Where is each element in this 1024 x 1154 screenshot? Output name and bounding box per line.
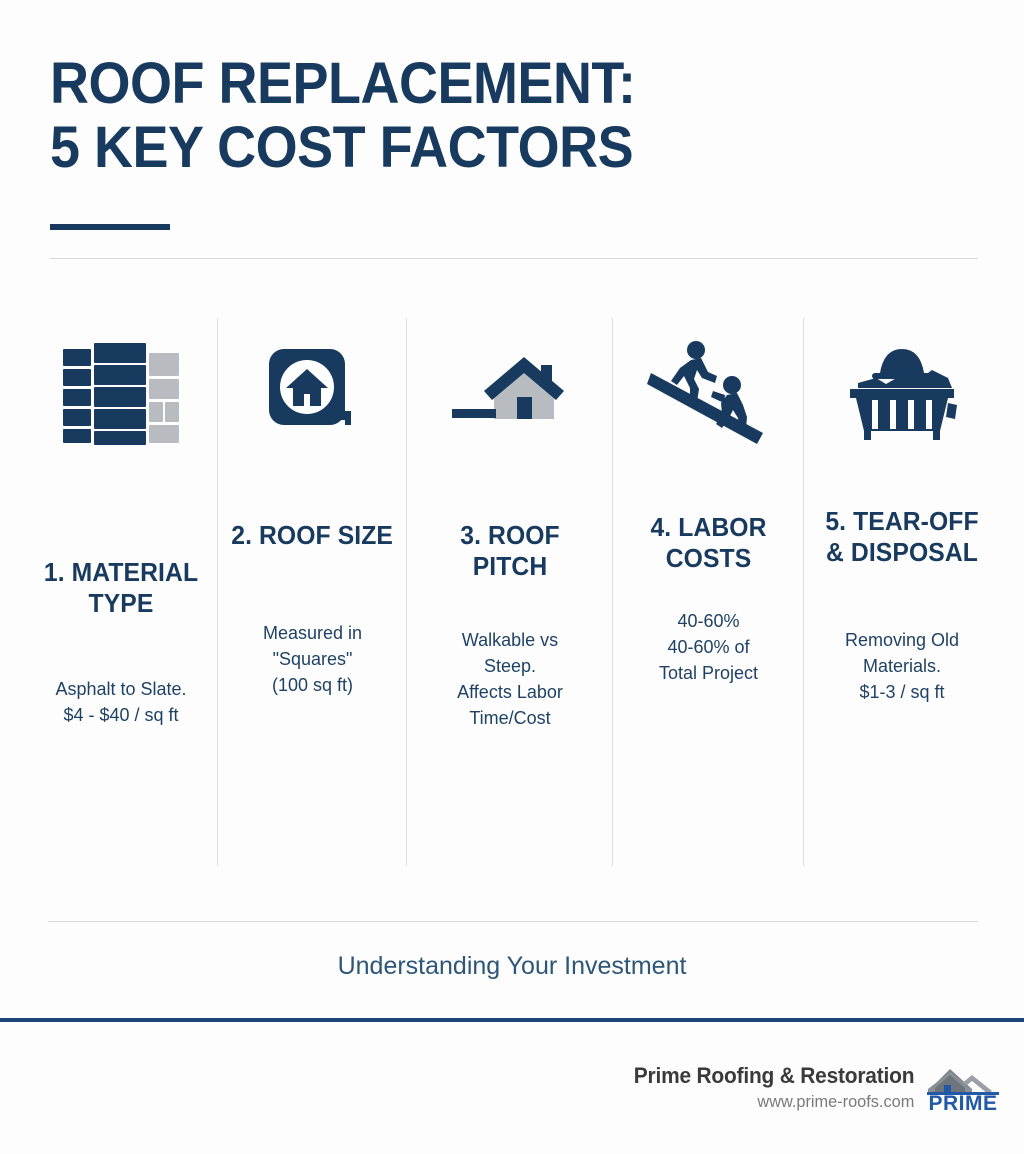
- footer-band: [0, 1018, 1024, 1022]
- header: ROOF REPLACEMENT: 5 KEY COST FACTORS: [50, 52, 980, 180]
- logo-wordmark: PRIME: [928, 1092, 997, 1113]
- cost-factor-body-2: Measured in "Squares" (100 sq ft): [262, 623, 363, 695]
- cost-factor-heading-1: 1. MATERIAL TYPE: [43, 557, 199, 618]
- workers-on-slope-icon: [621, 318, 796, 468]
- cost-factor-heading-5: 5. TEAR-OFF & DISPOSAL: [825, 506, 979, 567]
- brand-url: www.prime-roofs.com: [757, 1092, 914, 1111]
- column-divider-3: [612, 318, 613, 866]
- footer-divider: [48, 921, 978, 922]
- prime-logo: PRIME: [920, 1063, 1006, 1115]
- cost-factor-card-1: 1. MATERIAL TYPE Asphalt to Slate. $4 - …: [24, 318, 218, 866]
- cost-factor-card-3: 3. ROOF PITCH Walkable vs Steep. Affects…: [407, 318, 613, 866]
- dumpster-icon: [812, 318, 992, 468]
- cost-factor-card-5: 5. TEAR-OFF & DISPOSAL Removing Old Mate…: [804, 318, 1000, 866]
- footer-tagline: Understanding Your Investment: [337, 952, 687, 980]
- cost-factor-heading-2: 2. ROOF SIZE: [231, 520, 394, 550]
- title-accent-bar: [50, 224, 170, 230]
- page-title: ROOF REPLACEMENT: 5 KEY COST FACTORS: [50, 51, 636, 180]
- cost-factor-body-1: Asphalt to Slate. $4 - $40 / sq ft: [55, 679, 187, 725]
- cost-factor-heading-4: 4. LABOR COSTS: [650, 512, 767, 573]
- tape-measure-house-icon: [226, 318, 399, 468]
- column-divider-4: [803, 318, 804, 866]
- pitched-house-icon: [415, 318, 605, 468]
- cost-factor-card-4: 4. LABOR COSTS 40-60% 40-60% of Total Pr…: [613, 318, 804, 866]
- cost-factor-card-2: 2. ROOF SIZE Measured in "Squares" (100 …: [218, 318, 407, 866]
- column-divider-2: [406, 318, 407, 866]
- cost-factor-body-4: 40-60% 40-60% of Total Project: [658, 611, 759, 683]
- cost-factor-heading-3: 3. ROOF PITCH: [460, 520, 560, 581]
- shingle-stack-icon: [32, 318, 210, 468]
- brand-name: Prime Roofing & Restoration: [633, 1063, 914, 1088]
- cost-factor-body-3: Walkable vs Steep. Affects Labor Time/Co…: [457, 630, 563, 728]
- cost-factor-body-5: Removing Old Materials. $1-3 / sq ft: [844, 630, 960, 702]
- column-divider-1: [217, 318, 218, 866]
- brand-block: Prime Roofing & Restoration www.prime-ro…: [619, 1063, 914, 1112]
- cost-factor-columns: 1. MATERIAL TYPE Asphalt to Slate. $4 - …: [24, 318, 1000, 866]
- header-divider: [50, 258, 978, 259]
